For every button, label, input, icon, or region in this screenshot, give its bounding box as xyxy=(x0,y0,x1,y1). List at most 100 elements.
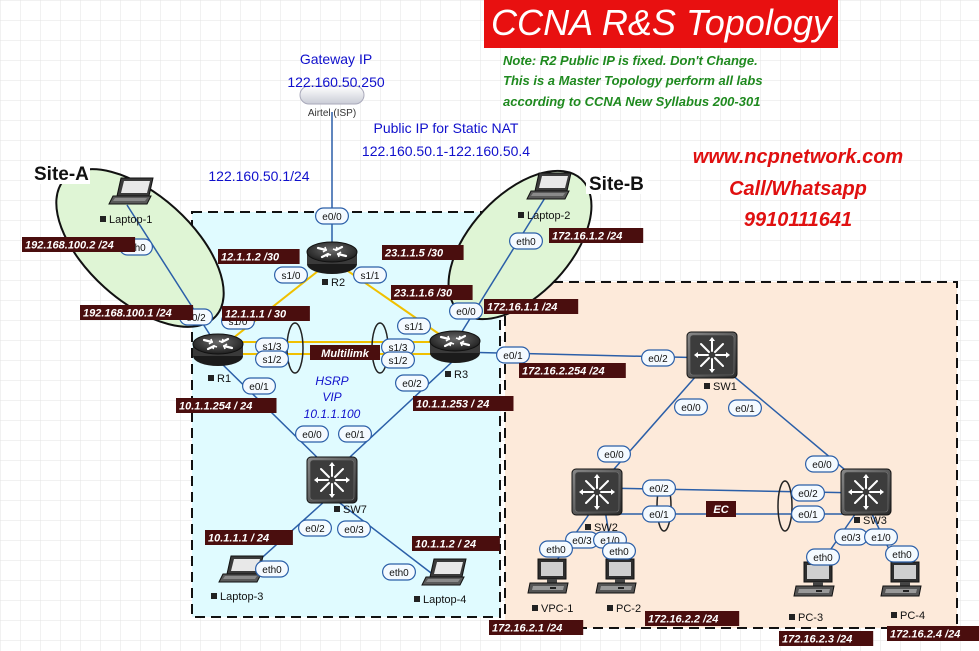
port-pill xyxy=(397,317,432,335)
port-pill xyxy=(640,349,675,367)
switch-icon xyxy=(840,468,892,516)
port-text: e0/1 xyxy=(345,430,365,441)
router-icon xyxy=(305,240,359,276)
port-text: eth0 xyxy=(389,568,409,579)
port-r3-s1-2: s1/2 xyxy=(381,351,416,369)
ip-tag-r3-s1-1: 23.1.1.6 /30 xyxy=(391,285,473,300)
router-r2[interactable] xyxy=(305,240,359,276)
port-pill xyxy=(884,545,919,563)
port-sw2-e0-2: e0/2 xyxy=(641,479,676,497)
note-line-3: according to CCNA New Syllabus 200-301 xyxy=(503,94,760,109)
port-text: e0/3 xyxy=(344,525,364,536)
label-sw3: SW3 xyxy=(863,515,887,527)
label-r2: R2 xyxy=(331,277,345,289)
site-labels: Site-A Site-B xyxy=(30,162,648,195)
link-r2-r1 xyxy=(217,259,333,351)
ec-label: EC xyxy=(713,504,729,516)
ip-tag-bg xyxy=(779,631,874,646)
marker-icon xyxy=(518,212,524,218)
label-laptop2: Laptop-2 xyxy=(527,210,570,222)
ec-bundle-right xyxy=(777,480,793,532)
ip-tag-pc2: 172.16.2.2 /24 xyxy=(645,611,740,626)
router-r3[interactable] xyxy=(428,329,482,365)
port-pill xyxy=(641,479,676,497)
port-text: e0/0 xyxy=(302,430,322,441)
gateway-label: Gateway IP xyxy=(300,51,372,67)
port-pill xyxy=(395,374,430,392)
note-block: Note: R2 Public IP is fixed. Don't Chang… xyxy=(503,53,763,109)
port-r3-e0-2: e0/2 xyxy=(395,374,430,392)
port-text: e0/1 xyxy=(798,510,818,521)
isp-name: Airtel (ISP) xyxy=(308,108,356,119)
ip-tag-bg xyxy=(519,363,626,378)
port-pill xyxy=(298,519,333,537)
port-r3-s1-1: s1/1 xyxy=(397,317,432,335)
ip-tag-bg xyxy=(205,530,293,545)
port-pill xyxy=(863,528,898,546)
switch-sw2[interactable] xyxy=(571,468,623,516)
ec-bg xyxy=(706,501,736,517)
marker-icon xyxy=(607,605,613,611)
label-pc4: PC-4 xyxy=(900,610,925,622)
switch-sw7[interactable] xyxy=(306,456,358,504)
port-text: eth0 xyxy=(813,553,833,564)
port-text: e0/2 xyxy=(798,489,818,500)
ip-tag-text: 172.16.1.1 /24 xyxy=(487,302,557,314)
port-text: s1/1 xyxy=(405,322,424,333)
ip-tag-text: 10.1.1.2 / 24 xyxy=(415,539,476,551)
link-r1-sw7 xyxy=(217,359,331,471)
title-banner: CCNA R&S Topology xyxy=(484,0,838,48)
port-text: s1/2 xyxy=(263,355,282,366)
ip-tag-text: 12.1.1.1 / 30 xyxy=(225,309,287,321)
vip-label: VIP xyxy=(322,390,341,404)
ip-tag-pc3: 172.16.2.3 /24 xyxy=(779,631,874,646)
port-r2-s1-0: s1/0 xyxy=(274,266,309,284)
port-text: eth0 xyxy=(892,550,912,561)
port-sw7-e0-0: e0/0 xyxy=(295,425,330,443)
port-sw1-e0-2: e0/2 xyxy=(640,349,675,367)
port-text: s1/2 xyxy=(389,356,408,367)
marker-icon xyxy=(414,596,420,602)
marker-icon xyxy=(208,375,214,381)
port-pill xyxy=(295,425,330,443)
port-text: s1/0 xyxy=(282,271,301,282)
ip-tag-text: 10.1.1.254 / 24 xyxy=(179,401,252,413)
multilink-bg xyxy=(310,345,380,360)
port-text: s1/3 xyxy=(389,343,408,354)
ip-tag-bg xyxy=(80,305,194,320)
note-line-2: This is a Master Topology perform all la… xyxy=(503,73,763,88)
marker-icon xyxy=(532,605,538,611)
port-sw3-e0-0: e0/0 xyxy=(804,455,839,473)
port-pill xyxy=(641,505,676,523)
ip-tag-bg xyxy=(484,299,579,314)
ip-tag-text: 23.1.1.6 /30 xyxy=(393,288,453,300)
ip-tag-r3-e0-2: 10.1.1.253 / 24 xyxy=(413,396,514,411)
port-text: e0/2 xyxy=(305,524,325,535)
switch-sw3[interactable] xyxy=(840,468,892,516)
port-pill xyxy=(382,563,417,581)
port-text: eth0 xyxy=(126,243,146,254)
label-pc2: PC-2 xyxy=(616,603,641,615)
port-text: e0/0 xyxy=(604,450,624,461)
port-pill xyxy=(790,484,825,502)
port-sw1-e0-1: e0/1 xyxy=(727,399,762,417)
bundle-labels: Multilimk EC xyxy=(310,345,736,517)
port-text: e0/1 xyxy=(649,510,669,521)
ip-tag-text: 23.1.1.5 /30 xyxy=(384,248,444,260)
router-icon xyxy=(428,329,482,365)
link-r2-r3 xyxy=(331,259,456,346)
marker-icon xyxy=(211,593,217,599)
isp-cloud[interactable]: Airtel (ISP) xyxy=(299,85,365,119)
port-r2-e0-0: e0/0 xyxy=(315,207,350,225)
router-r1[interactable] xyxy=(191,332,245,368)
switch-sw1[interactable] xyxy=(686,331,738,379)
label-r3: R3 xyxy=(454,369,468,381)
port-laptop3-eth0: eth0 xyxy=(255,560,290,578)
port-pill xyxy=(596,445,631,463)
ip-tag-bg xyxy=(489,620,584,635)
ip-tag-bg xyxy=(645,611,740,626)
contact-block: www.ncpnetwork.com Call/Whatsapp 9910111… xyxy=(693,146,903,231)
